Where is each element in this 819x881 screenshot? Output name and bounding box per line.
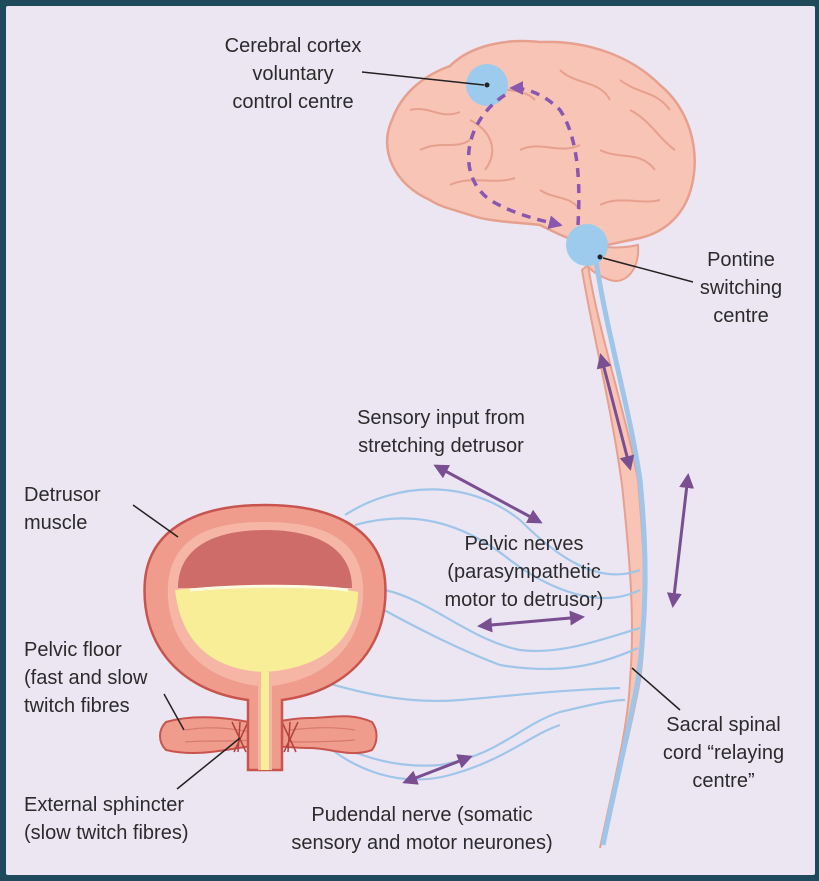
sensory-input-label: Sensory input from stretching detrusor xyxy=(336,404,546,460)
diagram-frame: Cerebral cortex voluntary control centre… xyxy=(6,6,815,875)
pelvic-floor-label: Pelvic floor (fast and slow twitch fibre… xyxy=(24,636,194,720)
descending-signal-arrow xyxy=(673,476,688,605)
sacral-cord-label: Sacral spinal cord “relaying centre” xyxy=(646,711,801,795)
pelvic-nerves-label: Pelvic nerves (parasympathetic motor to … xyxy=(424,530,624,614)
urethra-inner xyxy=(261,672,269,770)
pontine-centre-dot xyxy=(598,255,603,260)
cerebral-cortex-label: Cerebral cortex voluntary control centre xyxy=(203,32,383,116)
pelvic-motor-arrow xyxy=(480,617,582,626)
sensory-arrow xyxy=(436,466,540,522)
pontine-centre xyxy=(566,224,608,266)
brain-outline xyxy=(387,41,695,246)
cerebral-cortex-centre-dot xyxy=(485,83,490,88)
external-sphincter-label: External sphincter (slow twitch fibres) xyxy=(24,791,244,847)
pontine-centre-label: Pontine switching centre xyxy=(686,246,796,330)
detrusor-muscle-label: Detrusor muscle xyxy=(24,481,134,537)
pudendal-nerve-label: Pudendal nerve (somatic sensory and moto… xyxy=(272,801,572,857)
pelvic-nerve-lowest xyxy=(375,605,638,669)
brain xyxy=(387,41,695,281)
pelvic-floor-nerve xyxy=(300,675,620,701)
